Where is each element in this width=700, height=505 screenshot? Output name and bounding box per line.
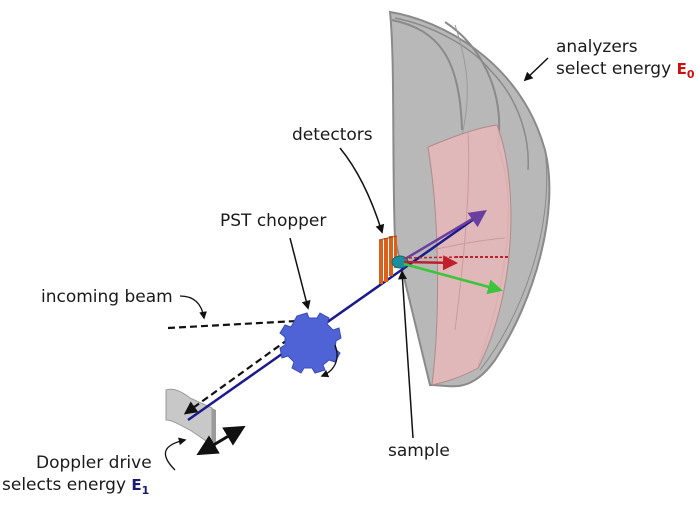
analyzers-energy-label: select energy E0 bbox=[556, 58, 694, 82]
chopper-rotation-arrow bbox=[320, 344, 338, 378]
analyzers-leader-arrow bbox=[523, 57, 549, 82]
analyzer-panel-highlight bbox=[427, 124, 512, 386]
doppler-energy-text: selects energy bbox=[2, 475, 127, 495]
sample-label: sample bbox=[388, 441, 450, 461]
scatter-red-beam bbox=[403, 255, 458, 271]
pst-chopper-label: PST chopper bbox=[220, 211, 327, 231]
chopper-leader-arrow bbox=[289, 237, 311, 310]
analyzers-label: analyzers bbox=[556, 37, 638, 57]
scattered-beam-main bbox=[187, 209, 487, 422]
incoming-beam-label: incoming beam bbox=[41, 287, 173, 307]
analyzers-energy-symbol: E0 bbox=[676, 60, 695, 81]
incoming-beam-leader-arrow bbox=[179, 295, 207, 320]
doppler-leader-arrow bbox=[164, 437, 187, 471]
pst-chopper-disc bbox=[279, 312, 342, 374]
sample-leader-arrow bbox=[397, 270, 414, 439]
scatter-green-beam bbox=[403, 262, 503, 295]
doppler-energy-label: selects energy E1 bbox=[2, 474, 149, 498]
detectors-leader-arrow bbox=[339, 147, 385, 234]
doppler-label: Doppler drive bbox=[36, 453, 152, 473]
doppler-energy-symbol: E1 bbox=[131, 476, 150, 497]
analyzers-energy-text: select energy bbox=[556, 59, 672, 79]
doppler-oscillation-arrow bbox=[196, 425, 246, 456]
detector-array bbox=[378, 235, 398, 284]
detectors-label: detectors bbox=[292, 125, 373, 145]
incoming-beam-line bbox=[167, 318, 316, 330]
